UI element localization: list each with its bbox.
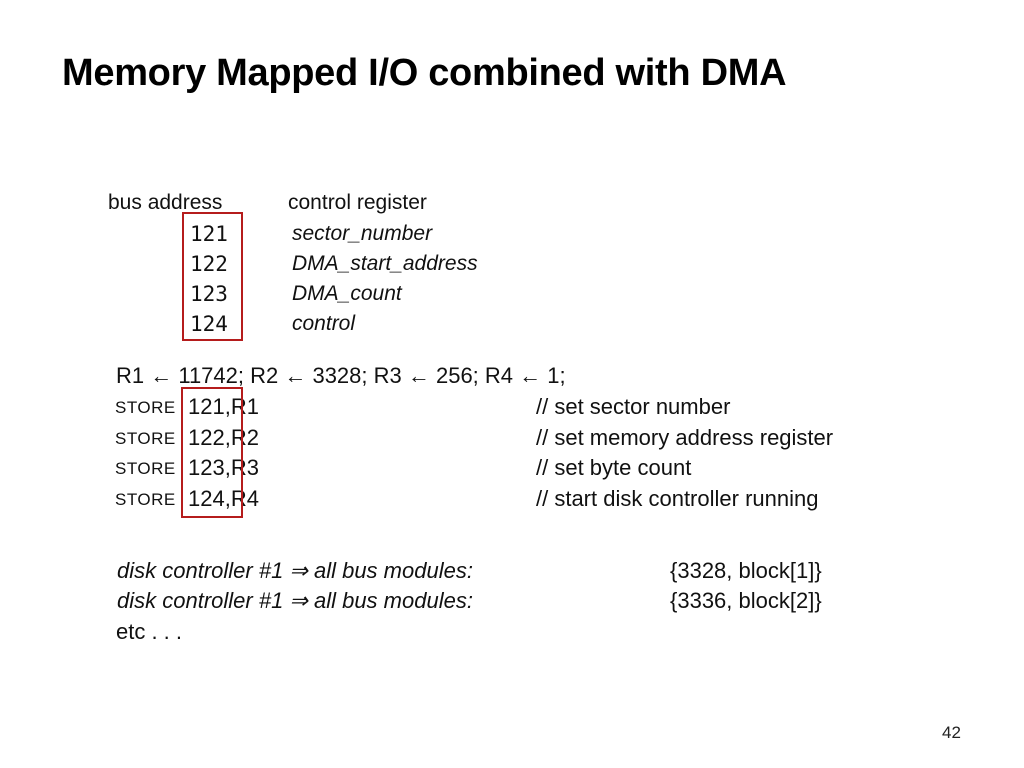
code-comment: // start disk controller running xyxy=(536,486,819,511)
store-operands: 121,R1 xyxy=(188,394,259,419)
store-operands: 122,R2 xyxy=(188,425,259,450)
bus-transfer-source: disk controller #1 ⇒ all bus modules: xyxy=(117,588,473,613)
store-operands: 124,R4 xyxy=(188,486,259,511)
control-register-header: control register xyxy=(288,191,427,214)
register-address: 124 xyxy=(190,312,228,336)
bus-transfer-payload: {3328, block[1]} xyxy=(670,558,822,583)
address-highlight-box xyxy=(182,212,243,341)
store-opcode: STORE xyxy=(115,398,176,417)
code-comment: // set byte count xyxy=(536,455,692,480)
etc-text: etc . . . xyxy=(116,619,183,644)
page-number: 42 xyxy=(942,723,961,742)
register-address: 123 xyxy=(190,282,228,306)
code-comment: // set sector number xyxy=(536,394,731,419)
store-opcode: STORE xyxy=(115,459,176,478)
register-name: DMA_count xyxy=(292,282,402,305)
store-operands: 123,R3 xyxy=(188,455,259,480)
register-init-line: R1 ← 11742; R2 ← 3328; R3 ← 256; R4 ← 1; xyxy=(116,363,566,388)
store-opcode: STORE xyxy=(115,490,176,509)
register-address: 122 xyxy=(190,252,228,276)
bus-transfer-payload: {3336, block[2]} xyxy=(670,588,822,613)
register-name: control xyxy=(292,312,356,335)
register-name: sector_number xyxy=(292,222,433,245)
slide-title: Memory Mapped I/O combined with DMA xyxy=(62,52,787,94)
register-name: DMA_start_address xyxy=(292,252,478,275)
bus-address-header: bus address xyxy=(108,191,223,214)
operand-highlight-box xyxy=(181,387,243,518)
store-opcode: STORE xyxy=(115,429,176,448)
code-comment: // set memory address register xyxy=(536,425,834,450)
bus-transfer-source: disk controller #1 ⇒ all bus modules: xyxy=(117,558,473,583)
register-address: 121 xyxy=(190,222,228,246)
